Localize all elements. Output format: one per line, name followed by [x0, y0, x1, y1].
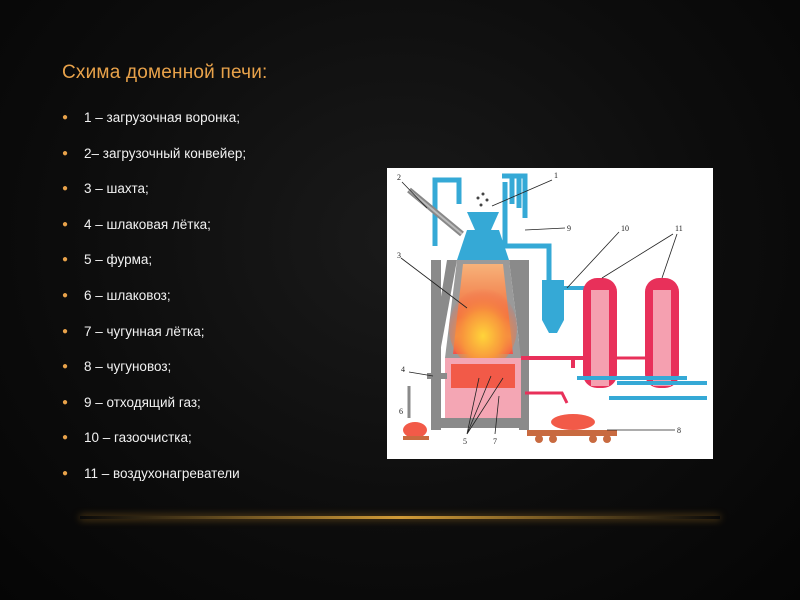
label-9: 9	[567, 224, 571, 233]
list-item: ●5 – фурма;	[62, 242, 246, 278]
combustion-zone	[449, 288, 517, 368]
charging-hopper	[467, 192, 499, 230]
bullet-dot-icon: ●	[62, 467, 69, 479]
list-item: ●6 – шлаковоз;	[62, 278, 246, 314]
list-item: ●10 – газоочистка;	[62, 420, 246, 456]
label-3: 3	[397, 251, 401, 260]
label-7: 7	[493, 437, 497, 446]
bullet-dot-icon: ●	[62, 432, 69, 444]
list-item: ●1 – загрузочная воронка;	[62, 100, 246, 136]
bullet-dot-icon: ●	[62, 396, 69, 408]
pipe-to-gas-cleaner	[502, 182, 552, 280]
bullet-dot-icon: ●	[62, 325, 69, 337]
hot-blast-stoves	[573, 278, 707, 400]
furnace-throat	[457, 230, 509, 260]
slide-title: Схима доменной печи:	[62, 62, 268, 83]
bullet-dot-icon: ●	[62, 183, 69, 195]
list-item: ●9 – отходящий газ;	[62, 385, 246, 421]
molten-metal	[451, 364, 515, 388]
label-8: 8	[677, 426, 681, 435]
iron-runner	[525, 391, 569, 404]
slag-car	[403, 386, 429, 440]
bullet-dot-icon: ●	[62, 289, 69, 301]
list-item: ●8 – чугуновоз;	[62, 349, 246, 385]
bullet-dot-icon: ●	[62, 147, 69, 159]
legend-list: ●1 – загрузочная воронка; ●2– загрузочны…	[62, 100, 246, 492]
bullet-dot-icon: ●	[62, 112, 69, 123]
gas-cleaner	[542, 280, 587, 378]
list-item: ●7 – чугунная лётка;	[62, 314, 246, 350]
offtake-pipe-top	[509, 173, 522, 208]
label-4: 4	[401, 365, 405, 374]
label-2: 2	[397, 173, 401, 182]
bullet-dot-icon: ●	[62, 218, 69, 230]
list-item: ●4 – шлаковая лётка;	[62, 207, 246, 243]
bullet-dot-icon: ●	[62, 361, 69, 373]
downcomer	[502, 173, 528, 218]
label-11: 11	[675, 224, 683, 233]
charging-conveyor	[407, 187, 464, 237]
list-item: ●3 – шахта;	[62, 171, 246, 207]
label-6: 6	[399, 407, 403, 416]
support-frame	[431, 260, 529, 430]
label-5: 5	[463, 437, 467, 446]
label-10: 10	[621, 224, 629, 233]
bullet-dot-icon: ●	[62, 254, 69, 266]
list-item: ●11 – воздухонагреватели	[62, 456, 246, 492]
decorative-glow-line	[80, 516, 720, 519]
foundation	[439, 418, 527, 428]
iron-ladle-car	[527, 414, 617, 443]
list-item: ●2– загрузочный конвейер;	[62, 136, 246, 172]
leader-lines	[400, 179, 678, 435]
diagram-svg: 1 2 3 4 5 6 7 8 9 10 11	[397, 171, 707, 446]
label-1: 1	[554, 171, 558, 180]
blast-furnace-diagram: 1 2 3 4 5 6 7 8 9 10 11	[387, 168, 713, 459]
